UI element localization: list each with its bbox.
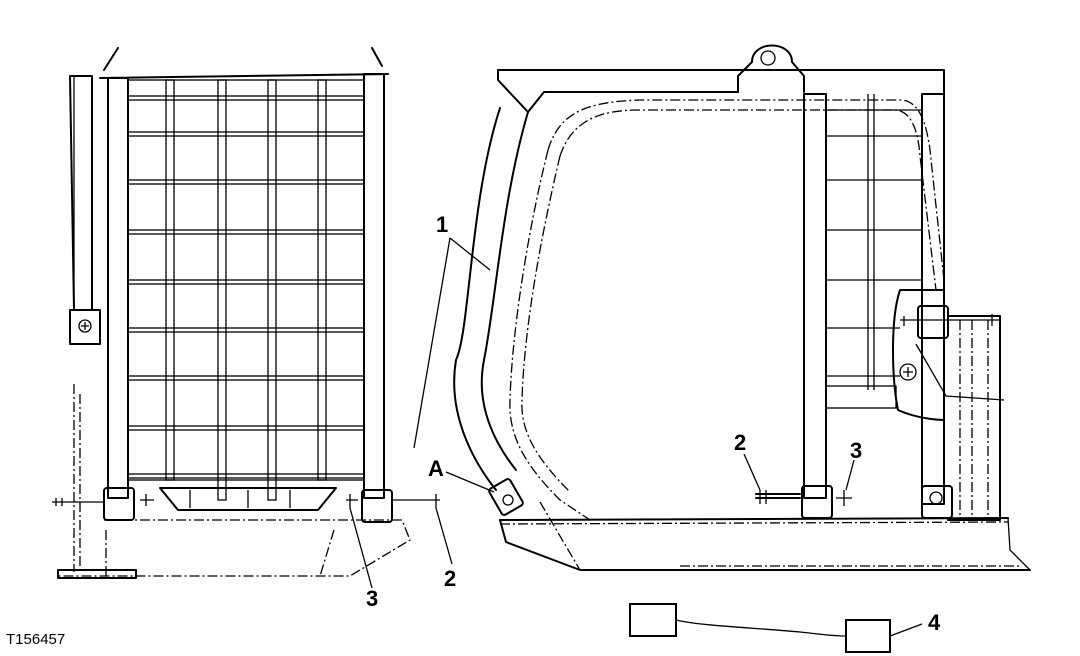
leader-3-left xyxy=(349,507,373,589)
callout-3-right: 3 xyxy=(850,438,862,463)
leader-A xyxy=(445,471,495,493)
figure-id: T156457 xyxy=(6,631,65,648)
callout-4: 4 xyxy=(928,610,941,635)
left-screen-assembly xyxy=(52,47,440,579)
rear-screen-grid xyxy=(825,94,922,409)
leader-2-left xyxy=(435,507,453,565)
leader-3-right xyxy=(845,459,855,491)
leader-1 xyxy=(413,237,491,449)
callout-2-left: 2 xyxy=(444,566,456,591)
component-4-assembly xyxy=(629,603,923,653)
callout-1: 1 xyxy=(436,212,448,237)
leader-2-right xyxy=(743,453,761,491)
callout-2-right: 2 xyxy=(734,430,746,455)
right-cab-assembly xyxy=(453,44,1031,571)
callout-3-left: 3 xyxy=(366,586,378,611)
callout-A: A xyxy=(428,456,444,481)
screen-grid xyxy=(127,79,365,501)
